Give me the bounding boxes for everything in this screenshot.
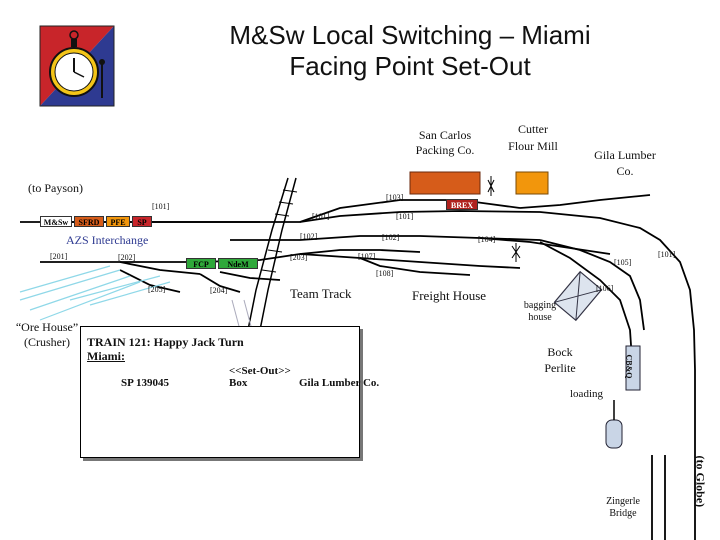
- track-105: [105]: [614, 258, 632, 267]
- track-201: [201]: [50, 252, 68, 261]
- car-pfe: PFE: [106, 216, 130, 227]
- title-line-2: Facing Point Set-Out: [289, 51, 531, 81]
- san-carlos-label: San Carlos Packing Co.: [415, 128, 475, 157]
- setout-label: <<Set-Out>>: [229, 365, 291, 377]
- train-title: TRAIN 121: Happy Jack Turn: [87, 335, 244, 349]
- to-payson-label: (to Payson): [28, 181, 83, 195]
- clock-icon: [39, 25, 115, 107]
- car-brex: BREX: [446, 199, 478, 210]
- track-104: [104]: [478, 235, 496, 244]
- zingerle-bridge-label: Zingerle Bridge: [606, 496, 640, 519]
- loading-label: loading: [570, 388, 603, 400]
- freight-house-label: Freight House: [412, 288, 487, 303]
- car-ndem: NdeM: [218, 258, 258, 269]
- setout-destination: Gila Lumber Co.: [299, 377, 380, 389]
- train-location: Miami:: [87, 349, 125, 363]
- car-sfrd: SFRD: [74, 216, 104, 227]
- track-107: [107]: [358, 252, 376, 261]
- track-102-a: [102]: [300, 232, 318, 241]
- gila-lumber-label: Gila Lumber Co.: [594, 148, 656, 178]
- setout-car-type: Box: [229, 377, 248, 389]
- ore-house-label: “Ore House” (Crusher): [15, 320, 79, 349]
- to-globe-label: (to Globe): [693, 455, 708, 508]
- track-101-far: [101]: [658, 250, 676, 259]
- cutter-flour-label: Cutter Flour Mill: [508, 122, 558, 153]
- car-sp: SP: [132, 216, 152, 227]
- setout-car: SP 139045: [121, 377, 169, 389]
- train-info-box: TRAIN 121: Happy Jack Turn Miami: <<Set-…: [80, 326, 379, 458]
- track-205: [205]: [148, 285, 166, 294]
- bagging-house-label: bagging house: [523, 300, 557, 323]
- car-msw: M&Sw: [40, 216, 72, 227]
- track-102-b: [102]: [382, 233, 400, 242]
- track-103: [103]: [386, 193, 404, 202]
- track-101-mid: [101]: [312, 212, 330, 221]
- track-101-right: [101]: [396, 212, 414, 221]
- azs-interchange-label: AZS Interchange: [66, 233, 149, 247]
- railroad-logo: [36, 22, 118, 110]
- track-204: [204]: [210, 286, 228, 295]
- track-108: [108]: [376, 269, 394, 278]
- track-106: [106]: [596, 284, 614, 293]
- cbq-label: CB&Q: [624, 354, 634, 379]
- page-title: M&Sw Local Switching – Miami Facing Poin…: [180, 20, 640, 82]
- team-track-label: Team Track: [290, 286, 352, 301]
- track-101-left: [101]: [152, 202, 170, 211]
- track-202: [202]: [118, 253, 136, 262]
- car-fcp: FCP: [186, 258, 216, 269]
- track-203: [203]: [290, 253, 308, 262]
- bock-perlite-label: Bock Perlite: [544, 345, 576, 375]
- title-line-1: M&Sw Local Switching – Miami: [229, 20, 591, 50]
